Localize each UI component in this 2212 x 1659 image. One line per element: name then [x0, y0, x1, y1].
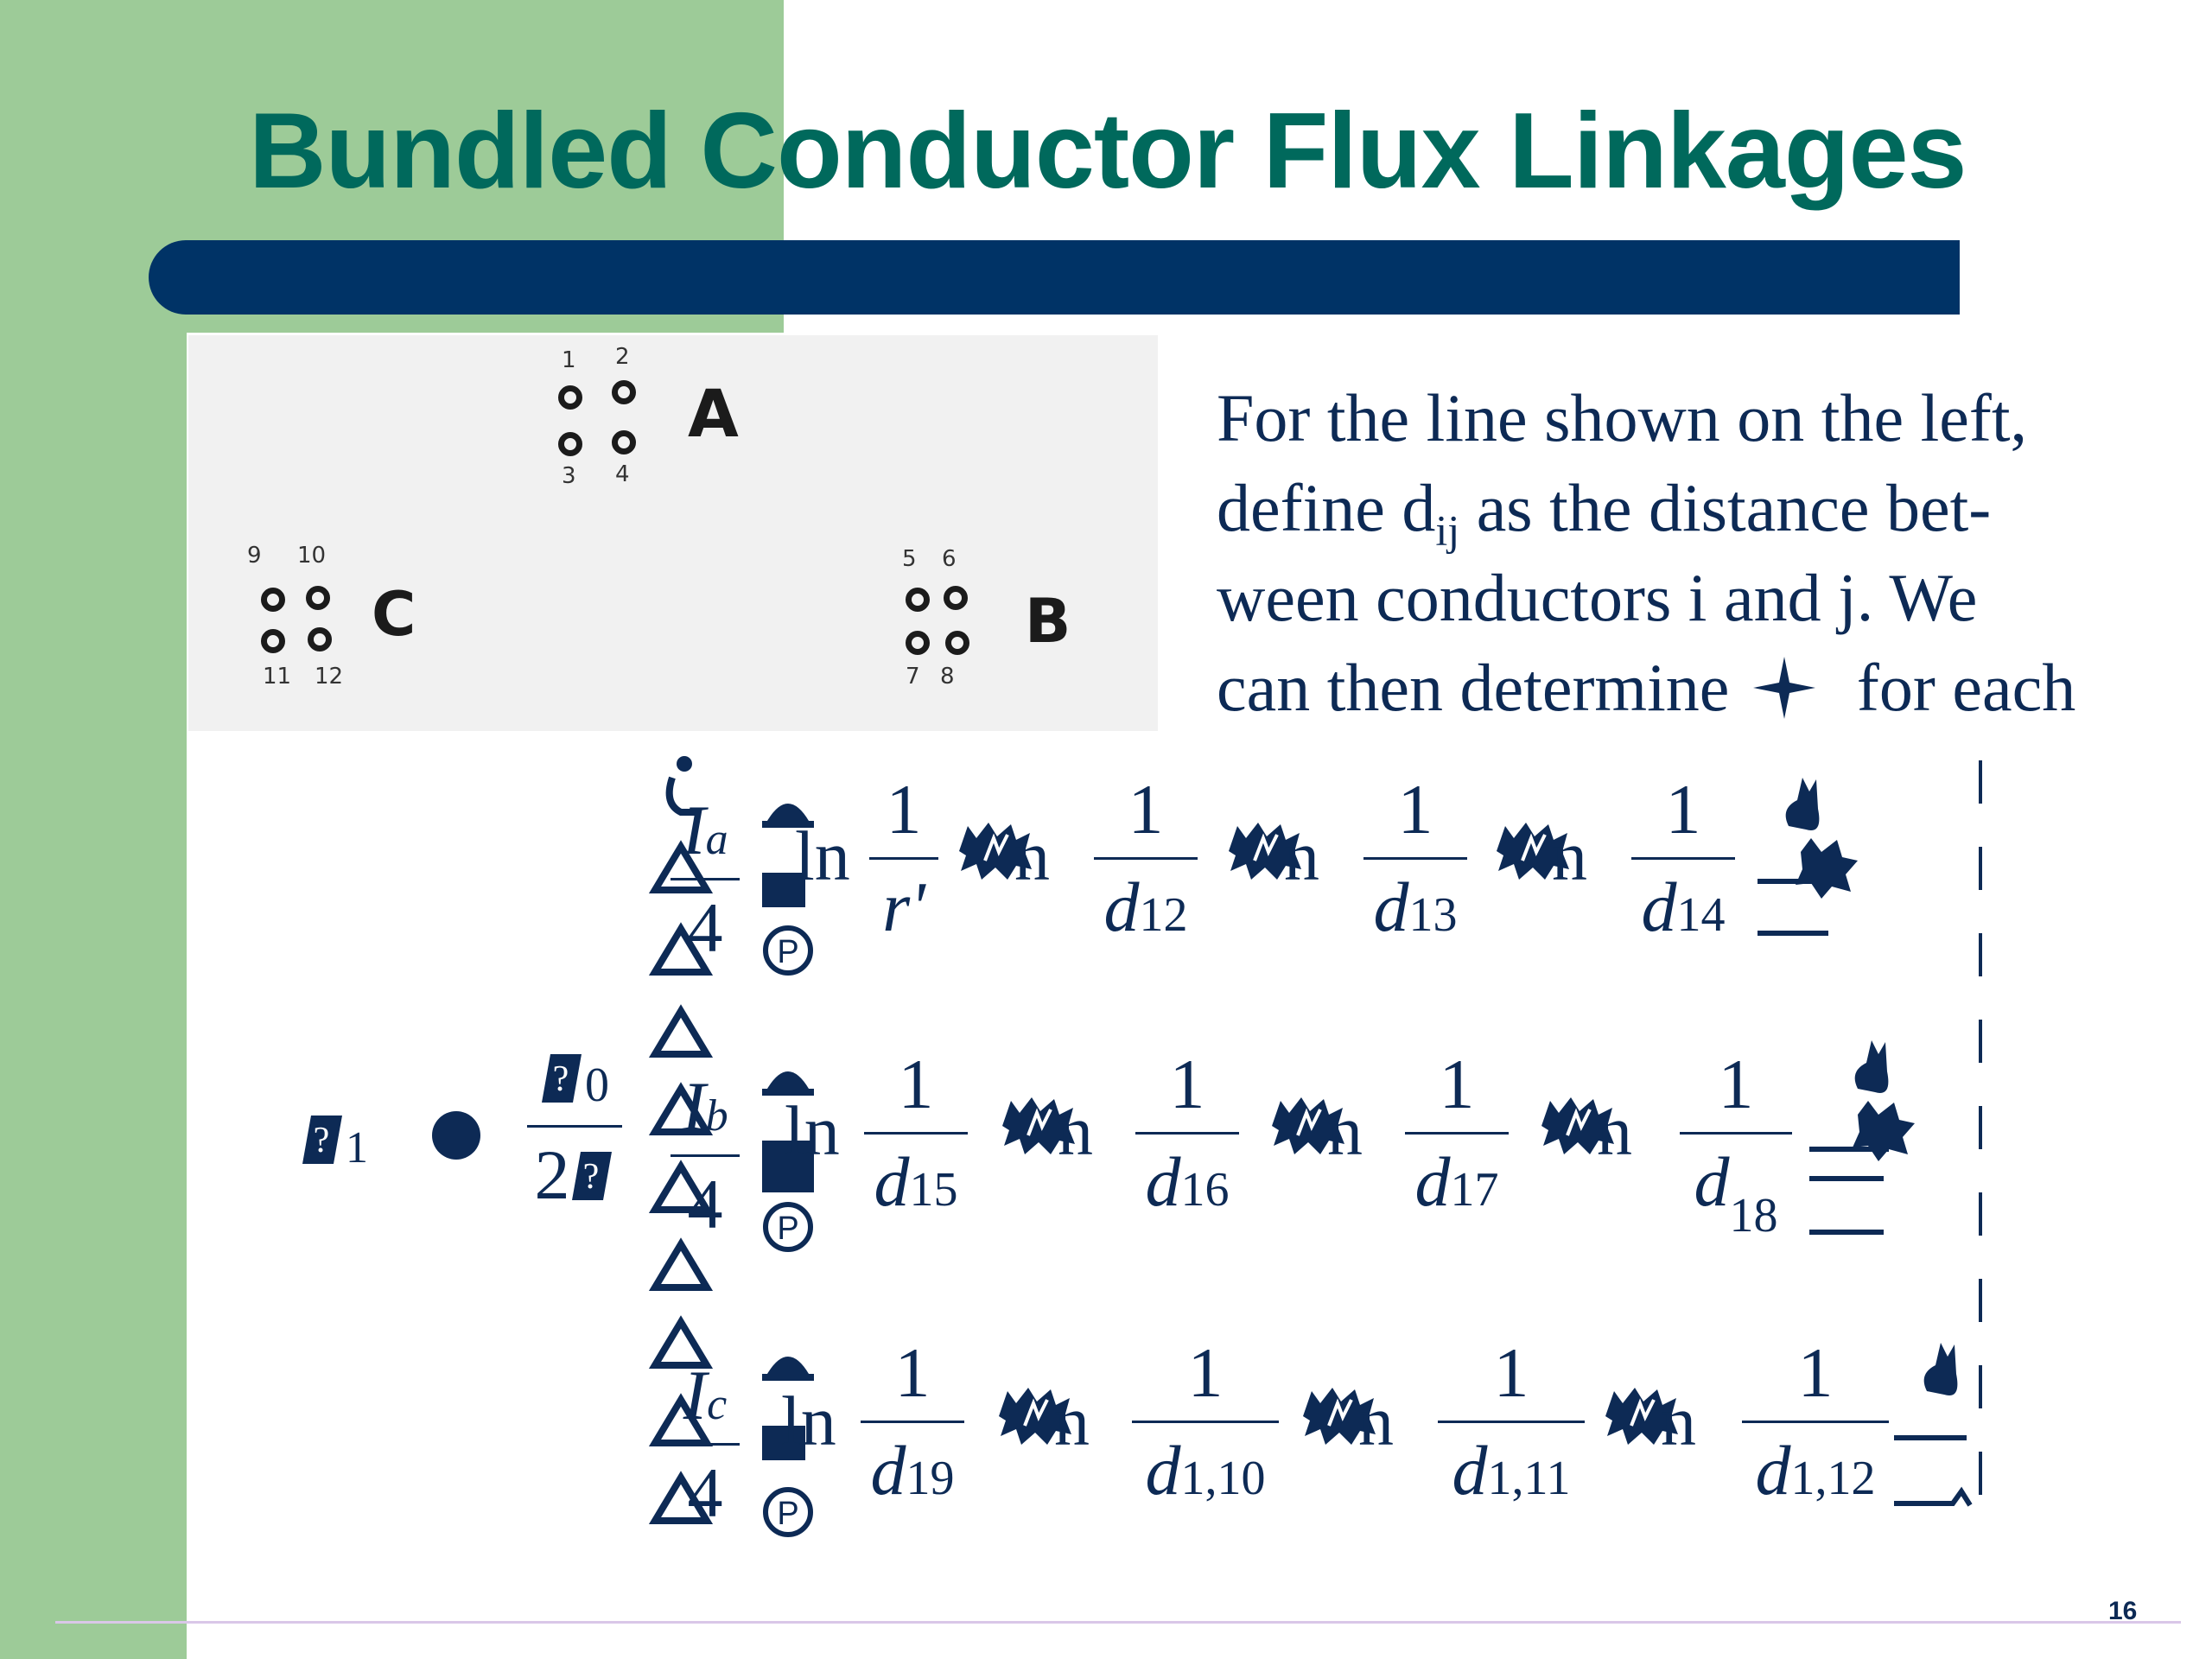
ln-term: n: [1014, 817, 1050, 895]
equation-lhs: ?1: [301, 1106, 368, 1173]
phase-label-a: A: [688, 375, 739, 452]
ln-term: n: [1054, 1382, 1090, 1460]
ln-term: ln: [781, 1382, 836, 1460]
description-line: For the line shown on the left,: [1217, 380, 2028, 455]
conductor-dot: [261, 588, 285, 612]
conductor-number: 4: [615, 461, 630, 487]
conductor-number: 9: [247, 543, 262, 569]
mu-glyph-icon: ?: [542, 1054, 582, 1103]
conductor-dot: [612, 430, 636, 454]
ln-term: n: [1284, 817, 1319, 895]
conductor-number: 11: [263, 664, 292, 690]
fraction-row-a-2: 1 d12: [1094, 774, 1198, 943]
plus-glyph-icon: [1002, 1097, 1075, 1154]
green-panel-side: [0, 333, 187, 1659]
ln-term: n: [1597, 1091, 1632, 1170]
fraction-row-a-4: 1 d14: [1631, 774, 1735, 943]
description-line: ween conductors i and j. We: [1217, 560, 1978, 635]
current-b-over-4: Ib 4: [671, 1071, 740, 1240]
svg-text:P: P: [777, 1496, 798, 1532]
slide-number: 16: [2108, 1597, 2138, 1625]
bracket-close-icon: [1809, 1040, 1915, 1235]
conductor-dot: [906, 588, 930, 612]
plus-glyph-icon: [959, 823, 1032, 880]
conductor-dot: [944, 586, 968, 610]
ln-term: n: [1552, 817, 1587, 895]
svg-text:?: ?: [582, 1157, 599, 1197]
conductor-number: 5: [902, 546, 917, 572]
title-underline-bar: [149, 240, 1960, 315]
conductor-dot: [308, 627, 332, 652]
fraction-row-b-1: 1 d15: [864, 1049, 968, 1217]
slide-title: Bundled Conductor Flux Linkages: [249, 92, 1967, 211]
conductor-number: 2: [615, 344, 630, 370]
fraction-row-c-4: 1 d1,12: [1742, 1338, 1889, 1506]
conductor-dot: [558, 432, 582, 456]
right-bracket-line: [1979, 760, 1982, 1538]
fraction-row-c-3: 1 d1,11: [1438, 1338, 1585, 1506]
fraction-row-c-1: 1 d19: [861, 1338, 964, 1506]
footer-divider: [55, 1621, 2181, 1624]
fraction-row-b-2: 1 d16: [1135, 1049, 1239, 1217]
bracket-open-icon: P: [762, 804, 814, 976]
left-bracket-glyphs-icon: [648, 756, 714, 1524]
description-line: can then determine for each: [1217, 650, 2076, 725]
ln-term: n: [1358, 1382, 1394, 1460]
description-line: define dij as the distance bet-: [1217, 470, 1992, 555]
bracket-close-icon: [1758, 778, 1858, 936]
conductor-number: 7: [906, 664, 920, 690]
phase-label-b: B: [1025, 586, 1071, 657]
conductor-number: 8: [940, 664, 955, 690]
plus-glyph-icon: [1497, 823, 1569, 880]
conductor-dot: [261, 629, 285, 653]
current-a-over-4: Ia 4: [671, 795, 740, 963]
fraction-row-b-4: 1 d18: [1680, 1049, 1792, 1240]
conductor-dot: [906, 631, 930, 655]
description-text: For the line shown on the left, define d…: [1217, 373, 2193, 733]
conductor-dot: [306, 586, 330, 610]
svg-text:?: ?: [314, 1121, 330, 1160]
ln-term: n: [1058, 1091, 1093, 1170]
equals-bullet-icon: [432, 1111, 480, 1160]
conductor-number: 10: [297, 543, 327, 569]
bracket-close-icon: [1894, 1343, 1973, 1507]
conductor-dot: [945, 631, 969, 655]
ln-term: n: [1661, 1382, 1696, 1460]
lambda-glyph-icon: ?: [302, 1116, 342, 1164]
bracket-open-icon: P: [762, 1071, 814, 1252]
phase-label-c: C: [372, 579, 416, 650]
conductor-number: 6: [942, 546, 957, 572]
ln-term: n: [1327, 1091, 1363, 1170]
ln-term: ln: [795, 817, 850, 895]
plus-glyph-icon: [1605, 1388, 1678, 1445]
plus-glyph-icon: [1229, 823, 1301, 880]
svg-text:P: P: [777, 1211, 798, 1247]
plus-glyph-icon: [1303, 1388, 1376, 1445]
ln-term: ln: [785, 1091, 840, 1170]
plus-glyph-icon: [1272, 1097, 1344, 1154]
svg-text:?: ?: [553, 1059, 569, 1099]
fraction-row-c-2: 1 d1,10: [1132, 1338, 1279, 1506]
mu-over-2pi-fraction: ?0 2?: [527, 1042, 622, 1211]
fraction-row-a-3: 1 d13: [1363, 774, 1467, 943]
fraction-row-b-3: 1 d17: [1405, 1049, 1509, 1217]
svg-text:P: P: [777, 934, 798, 970]
conductor-dot: [612, 380, 636, 404]
conductor-number: 1: [562, 347, 576, 373]
fraction-row-a-1: 1 r': [869, 774, 938, 943]
conductor-layout-figure: 1 2 3 4 A 9 10 11 12 C 5 6 7 8 B: [188, 335, 1158, 731]
current-c-over-4: Ic 4: [671, 1360, 740, 1529]
plus-glyph-icon: [999, 1388, 1071, 1445]
plus-glyph-icon: [1541, 1097, 1614, 1154]
conductor-number: 12: [315, 664, 344, 690]
conductor-number: 3: [562, 463, 576, 489]
lambda-symbol-icon: [1753, 657, 1816, 719]
pi-glyph-icon: ?: [571, 1152, 612, 1200]
bracket-open-icon: P: [762, 1357, 814, 1537]
conductor-dot: [558, 385, 582, 410]
